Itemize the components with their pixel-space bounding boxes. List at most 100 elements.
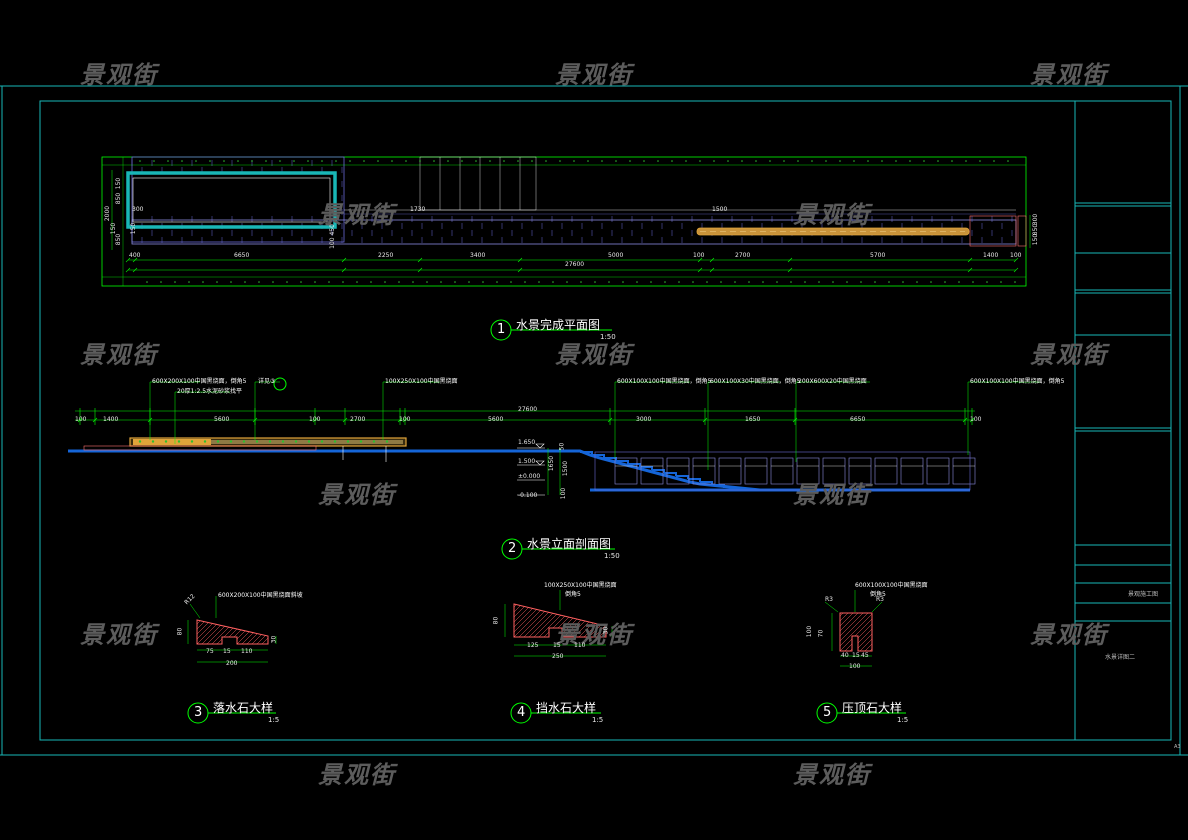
callout-number-4: 4 — [517, 705, 526, 720]
plant-dot — [790, 281, 792, 283]
plant-dot — [468, 281, 470, 283]
elev-note: 600X200X100中国黑烧面，倒角5 — [152, 378, 247, 385]
stone-block — [926, 457, 950, 485]
plant-dot — [657, 160, 659, 162]
plant-dot — [293, 160, 295, 162]
plant-dot — [622, 281, 624, 283]
plant-dot — [223, 160, 225, 162]
plant-dot — [461, 160, 463, 162]
section-hatch — [197, 620, 207, 644]
plant-dot — [916, 281, 918, 283]
plant-dot — [356, 281, 358, 283]
section-hatch — [859, 613, 872, 651]
plant-dot — [447, 160, 449, 162]
stone-dot — [216, 440, 220, 443]
plan-dim-top-1: 1730 — [410, 206, 426, 213]
plant-dot — [139, 160, 141, 162]
detail-4-title: 挡水石大样 — [536, 701, 597, 715]
dim-tick — [341, 257, 347, 263]
section-hatch — [256, 620, 268, 644]
plant-dot — [580, 281, 582, 283]
watermark: 景观街 — [80, 61, 158, 89]
plan-dim-left-3: 850 — [115, 192, 123, 205]
plant-dot — [706, 281, 708, 283]
plant-dot — [314, 281, 316, 283]
plant-dot — [783, 160, 785, 162]
stone-block — [952, 457, 976, 485]
section-hatch — [840, 613, 869, 651]
plant-dot — [167, 160, 169, 162]
plant-dot — [1014, 281, 1016, 283]
elev-note: 600X100X100中国黑烧面，倒角5 — [970, 378, 1065, 385]
detail-4-scale: 1:5 — [592, 716, 604, 724]
plant-dot — [1007, 160, 1009, 162]
elev-level-dim: 1650 — [548, 455, 556, 472]
watermark: 景观街 — [318, 761, 396, 789]
plant-dot — [1000, 281, 1002, 283]
detail-3-note: 600X200X100中国黑烧面斜坡 — [218, 592, 303, 599]
stone-dot — [320, 440, 324, 443]
dim-tick — [697, 257, 703, 263]
section-hatch — [840, 613, 859, 651]
stone-dot — [268, 440, 272, 443]
elev-level: 1.500 — [518, 458, 536, 465]
plant-dot — [321, 160, 323, 162]
detail-4-dim: 80 — [492, 616, 500, 625]
section-hatch — [241, 620, 267, 644]
watermark: 景观街 — [793, 481, 871, 509]
plant-dot — [545, 160, 547, 162]
section-hatch — [869, 613, 872, 651]
titleblock-cell-1: 景观施工图 — [1128, 591, 1159, 598]
dim-tick — [132, 257, 138, 263]
plant-dot — [615, 160, 617, 162]
plant-dot — [265, 160, 267, 162]
plan-dim-bottom: 5700 — [870, 252, 886, 259]
plant-dot — [587, 160, 589, 162]
stone-block — [692, 457, 716, 485]
plant-dot — [986, 281, 988, 283]
plan-inner-3: 300 — [132, 206, 144, 213]
plant-dot — [454, 281, 456, 283]
stone-dot — [281, 440, 285, 443]
plant-dot — [937, 160, 939, 162]
detail-5-dim: 70 — [817, 629, 825, 638]
section-hatch — [840, 613, 872, 651]
plant-dot — [244, 281, 246, 283]
elev-dim-total: 27600 — [518, 406, 538, 413]
plant-dot — [951, 160, 953, 162]
section-hatch — [840, 613, 854, 651]
plant-dot — [489, 160, 491, 162]
detail-4-note-2: 倒角5 — [565, 591, 581, 598]
plant-dot — [727, 160, 729, 162]
stone-dot — [164, 440, 168, 443]
plant-dot — [720, 281, 722, 283]
stone-dot — [346, 440, 350, 443]
detail-5-scale: 1:5 — [897, 716, 909, 724]
stone-block — [848, 457, 872, 485]
plan-dim-left-1: 150 — [115, 177, 123, 190]
detail-3-title: 落水石大样 — [213, 701, 274, 715]
plant-dot — [699, 160, 701, 162]
plant-dot — [475, 160, 477, 162]
plan-dim-bottom: 2700 — [735, 252, 751, 259]
watermark: 景观街 — [1030, 61, 1108, 89]
plant-dot — [867, 160, 869, 162]
elev-dim: 1650 — [745, 416, 761, 423]
elev-note: 600X100X100中国黑烧面，倒角5 — [617, 378, 712, 385]
elev-level-dim: 1500 — [562, 460, 570, 477]
plant-dot — [692, 281, 694, 283]
detail-5-dim: 45 — [861, 652, 869, 659]
elev-dim: 3000 — [636, 416, 652, 423]
elev-level-dim: 100 — [560, 487, 568, 500]
plant-dot — [188, 281, 190, 283]
ref-circle — [273, 377, 287, 391]
plant-dot — [993, 160, 995, 162]
plant-dot — [650, 281, 652, 283]
plan-dim-right-3: 150 — [1032, 233, 1040, 246]
plant-dot — [433, 160, 435, 162]
plant-dot — [335, 160, 337, 162]
cascade-steps — [580, 451, 976, 492]
plant-dot — [671, 160, 673, 162]
detail-5-dim: R3 — [876, 596, 884, 603]
plant-dot — [678, 281, 680, 283]
